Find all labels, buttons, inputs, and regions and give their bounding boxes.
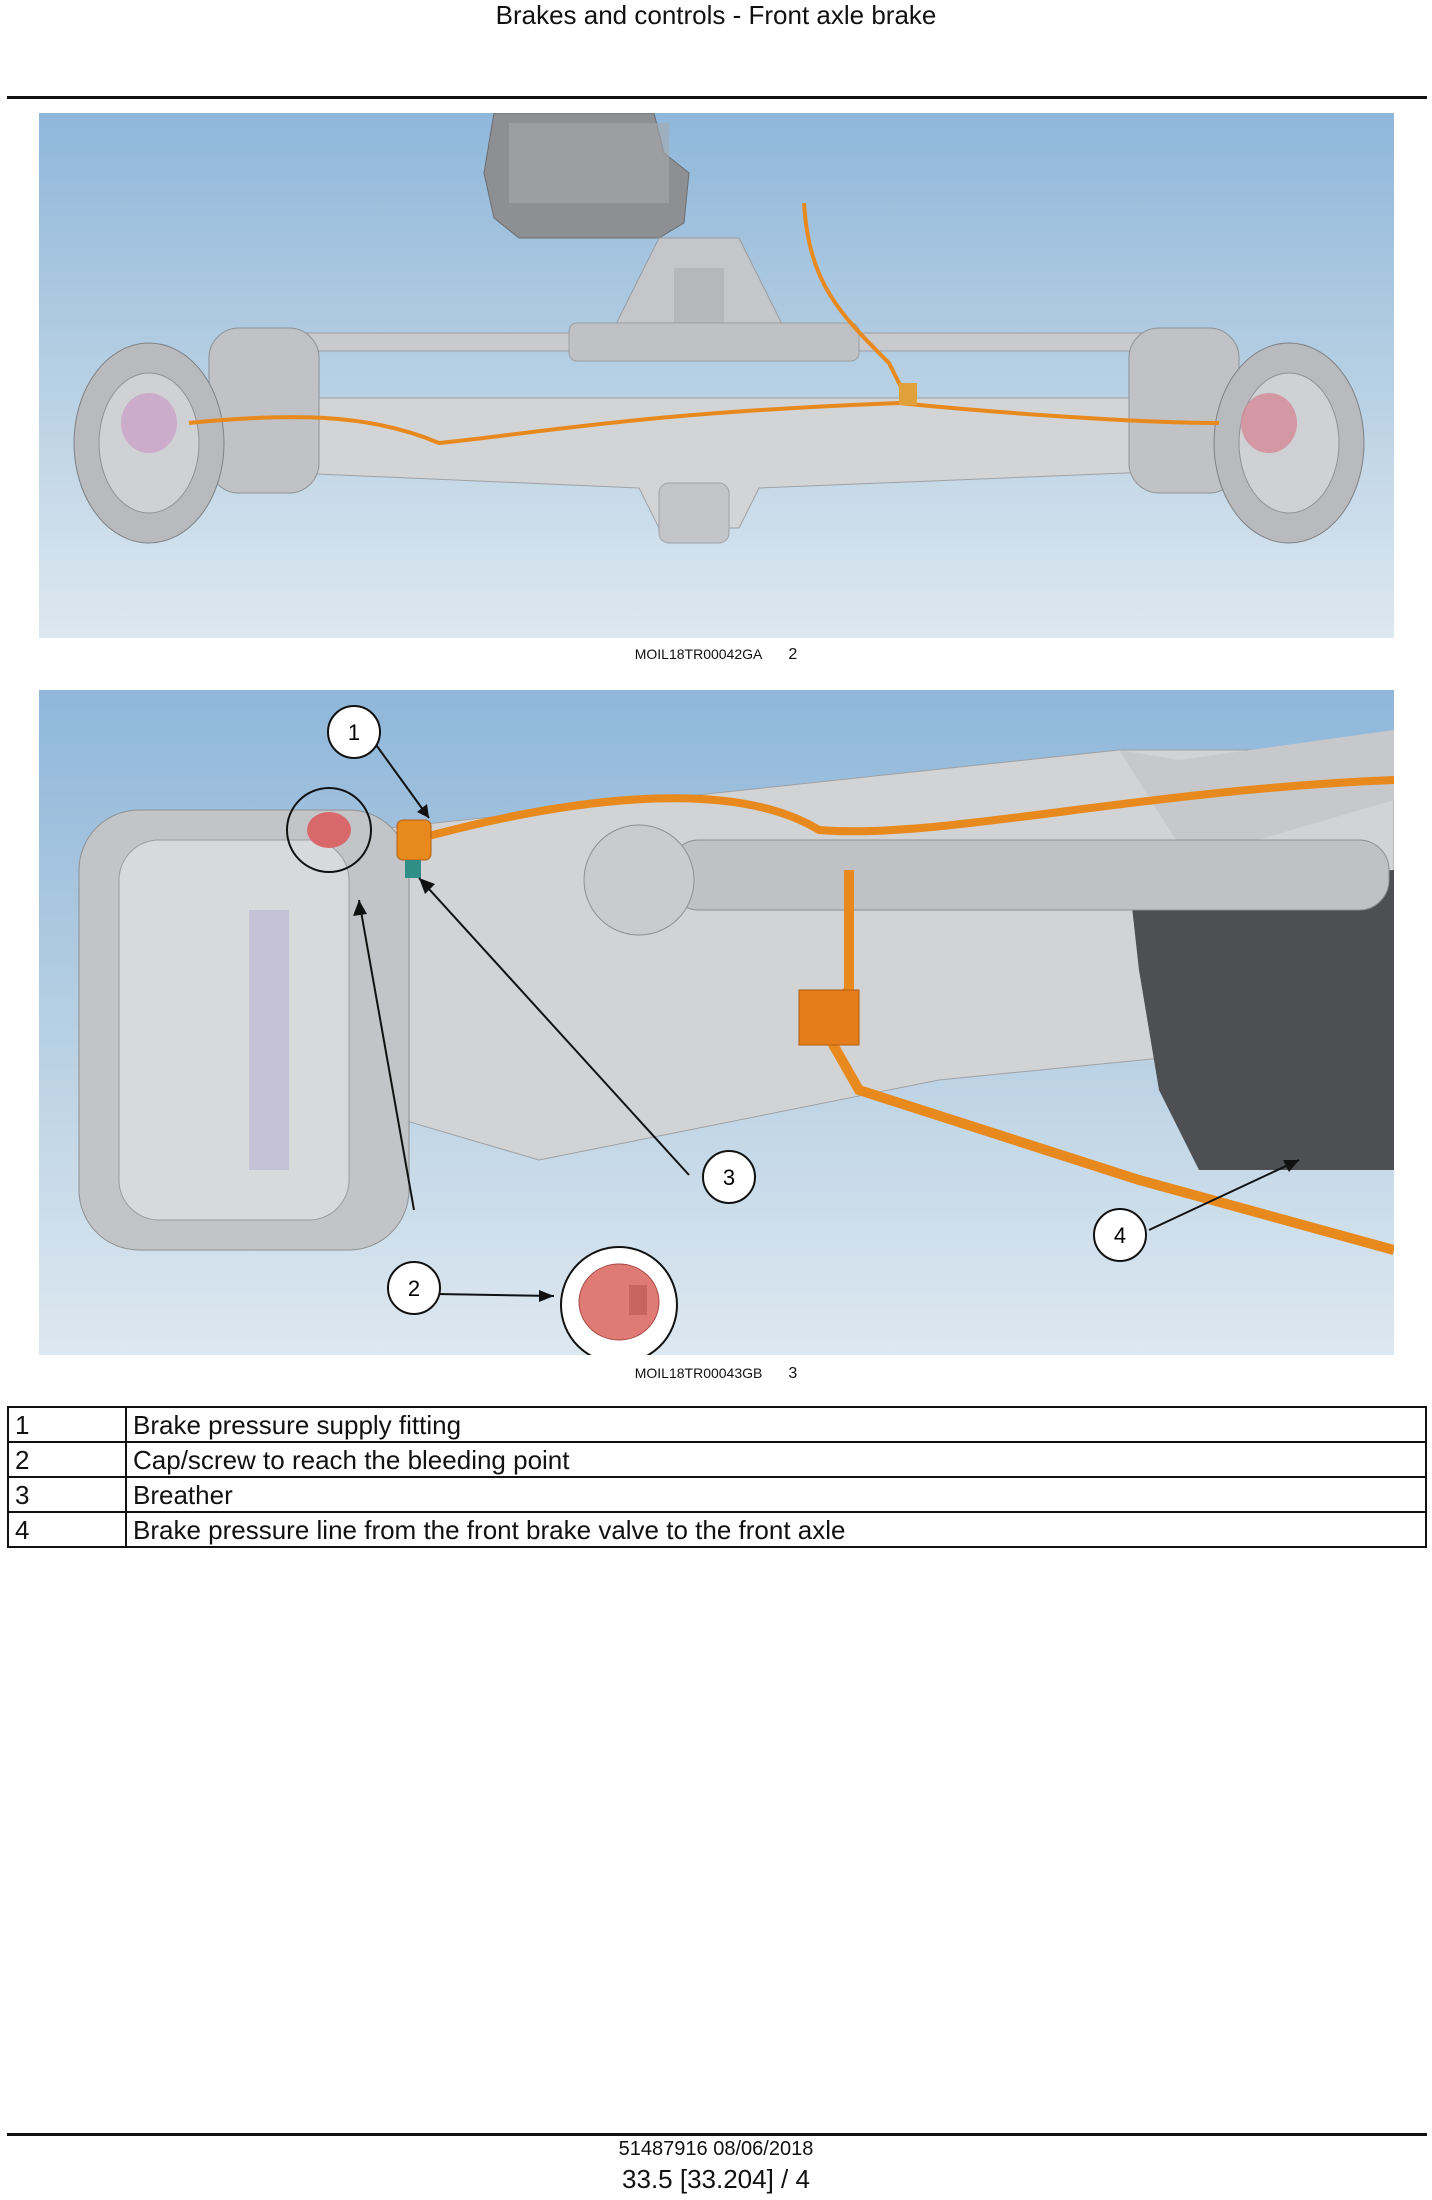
table-row: 2 Cap/screw to reach the bleeding point: [7, 1441, 1427, 1478]
figure-axle-end-detail: 1 2 3 4: [39, 690, 1394, 1355]
figure-number: 2: [788, 646, 798, 663]
callout-4-label: 4: [1114, 1223, 1126, 1248]
footer-page-number: 33.5 [33.204] / 4: [622, 2164, 810, 2194]
figure-number: 3: [788, 1365, 798, 1382]
figure-code: MOIL18TR00043GB: [634, 1365, 763, 1381]
table-row: 4 Brake pressure line from the front bra…: [7, 1511, 1427, 1548]
table-row: 1 Brake pressure supply fitting: [7, 1406, 1427, 1443]
callout-3: 3: [702, 1150, 756, 1204]
callout-2: 2: [387, 1261, 441, 1315]
footer-document-id: 51487916 08/06/2018: [618, 2138, 814, 2160]
legend-key: 3: [7, 1476, 127, 1513]
figure-2-caption: MOIL18TR00042GA 2: [0, 646, 1432, 664]
front-axle-illustration: [73, 113, 1365, 544]
legend-text: Cap/screw to reach the bleeding point: [125, 1441, 1427, 1478]
legend-key: 4: [7, 1511, 127, 1548]
page-title: Brakes and controls - Front axle brake: [495, 0, 937, 30]
legend-text: Breather: [125, 1476, 1427, 1513]
callout-1: 1: [327, 705, 381, 759]
legend-text: Brake pressure supply fitting: [125, 1406, 1427, 1443]
figure-3-caption: MOIL18TR00043GB 3: [0, 1365, 1432, 1383]
header-rule: [7, 96, 1427, 99]
table-row: 3 Breather: [7, 1476, 1427, 1513]
callout-4: 4: [1093, 1208, 1147, 1262]
figure-front-axle-overview: [39, 113, 1394, 638]
axle-end-illustration: 1 2 3 4: [78, 705, 1394, 1355]
figure-code: MOIL18TR00042GA: [634, 646, 763, 662]
callout-2-label: 2: [408, 1276, 420, 1301]
footer-rule: [7, 2133, 1427, 2136]
legend-text: Brake pressure line from the front brake…: [125, 1511, 1427, 1548]
callout-1-label: 1: [348, 720, 360, 745]
legend-key: 1: [7, 1406, 127, 1443]
legend-table: 1 Brake pressure supply fitting 2 Cap/sc…: [7, 1406, 1427, 1548]
callout-3-label: 3: [723, 1165, 735, 1190]
legend-key: 2: [7, 1441, 127, 1478]
